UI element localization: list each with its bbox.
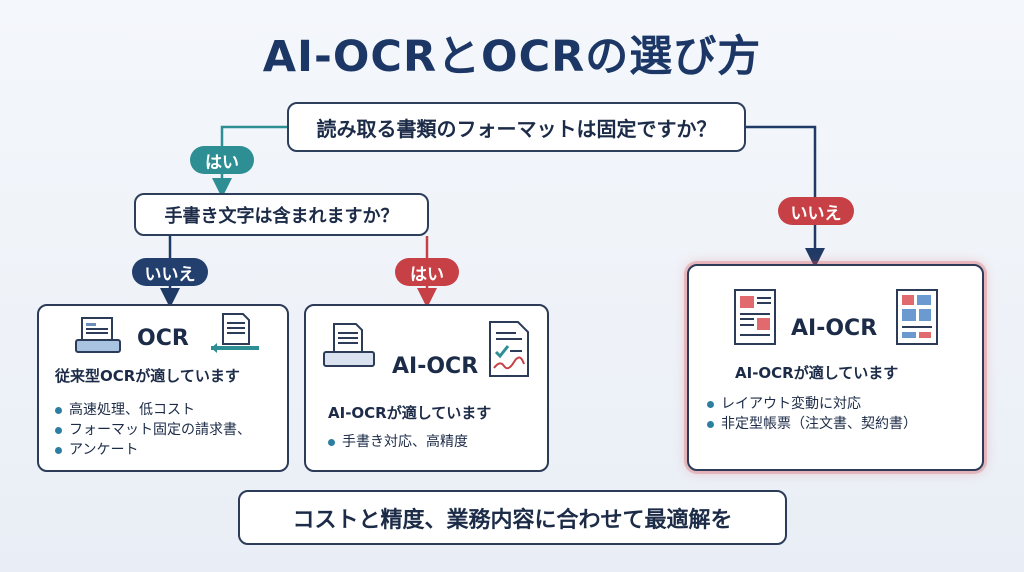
- result-card-ocr: OCR 従来型OCRが適しています 高速処理、低コスト フォーマット固定の請求書…: [37, 304, 289, 472]
- page-title: AI-OCRとOCRの選び方: [262, 32, 762, 82]
- result-card-ai-ocr-variable: AI-OCR AI-OCRが適しています レイアウト変動に対応 非定型帳票（注文…: [687, 264, 984, 471]
- scanner-icon: [75, 317, 121, 353]
- connector-q1-no: [746, 125, 825, 268]
- benefit-item: フォーマット固定の請求書、: [55, 422, 251, 439]
- benefit-item: レイアウト変動に対応: [707, 396, 917, 413]
- q1-yes-label: はい: [190, 146, 254, 174]
- question-handwriting: 手書き文字は含まれますか？: [134, 193, 429, 236]
- q2-yes-label: はい: [395, 258, 459, 286]
- result-card-ai-ocr-handwriting: AI-OCR AI-OCRが適しています 手書き対応、高精度: [304, 304, 549, 472]
- card-title: OCR: [137, 326, 189, 351]
- card-subtitle: 従来型OCRが適しています: [55, 367, 240, 385]
- card-title: AI-OCR: [791, 316, 878, 341]
- scanner-icon: [323, 323, 375, 367]
- q1-no-label: いいえ: [778, 197, 854, 225]
- q2-no-label: いいえ: [132, 258, 208, 286]
- benefit-item-continued: アンケート: [55, 442, 251, 459]
- benefit-item: 手書き対応、高精度: [328, 434, 468, 451]
- question-format-fixed: 読み取る書類のフォーマットは固定ですか？: [287, 102, 746, 152]
- form-document-icon: [896, 289, 938, 345]
- card-subtitle: AI-OCRが適しています: [328, 404, 492, 422]
- handwritten-document-icon: [489, 321, 529, 377]
- conclusion-banner: コストと精度、業務内容に合わせて最適解を: [238, 490, 787, 545]
- benefit-list: レイアウト変動に対応 非定型帳票（注文書、契約書）: [707, 396, 917, 436]
- document-scan-icon: [211, 313, 259, 353]
- benefit-item: 高速処理、低コスト: [55, 402, 251, 419]
- layout-document-icon: [734, 289, 776, 345]
- benefit-list: 手書き対応、高精度: [328, 434, 468, 454]
- card-subtitle: AI-OCRが適しています: [735, 364, 899, 382]
- benefit-list: 高速処理、低コスト フォーマット固定の請求書、 アンケート: [55, 402, 251, 462]
- benefit-item: 非定型帳票（注文書、契約書）: [707, 416, 917, 433]
- card-title: AI-OCR: [392, 354, 479, 379]
